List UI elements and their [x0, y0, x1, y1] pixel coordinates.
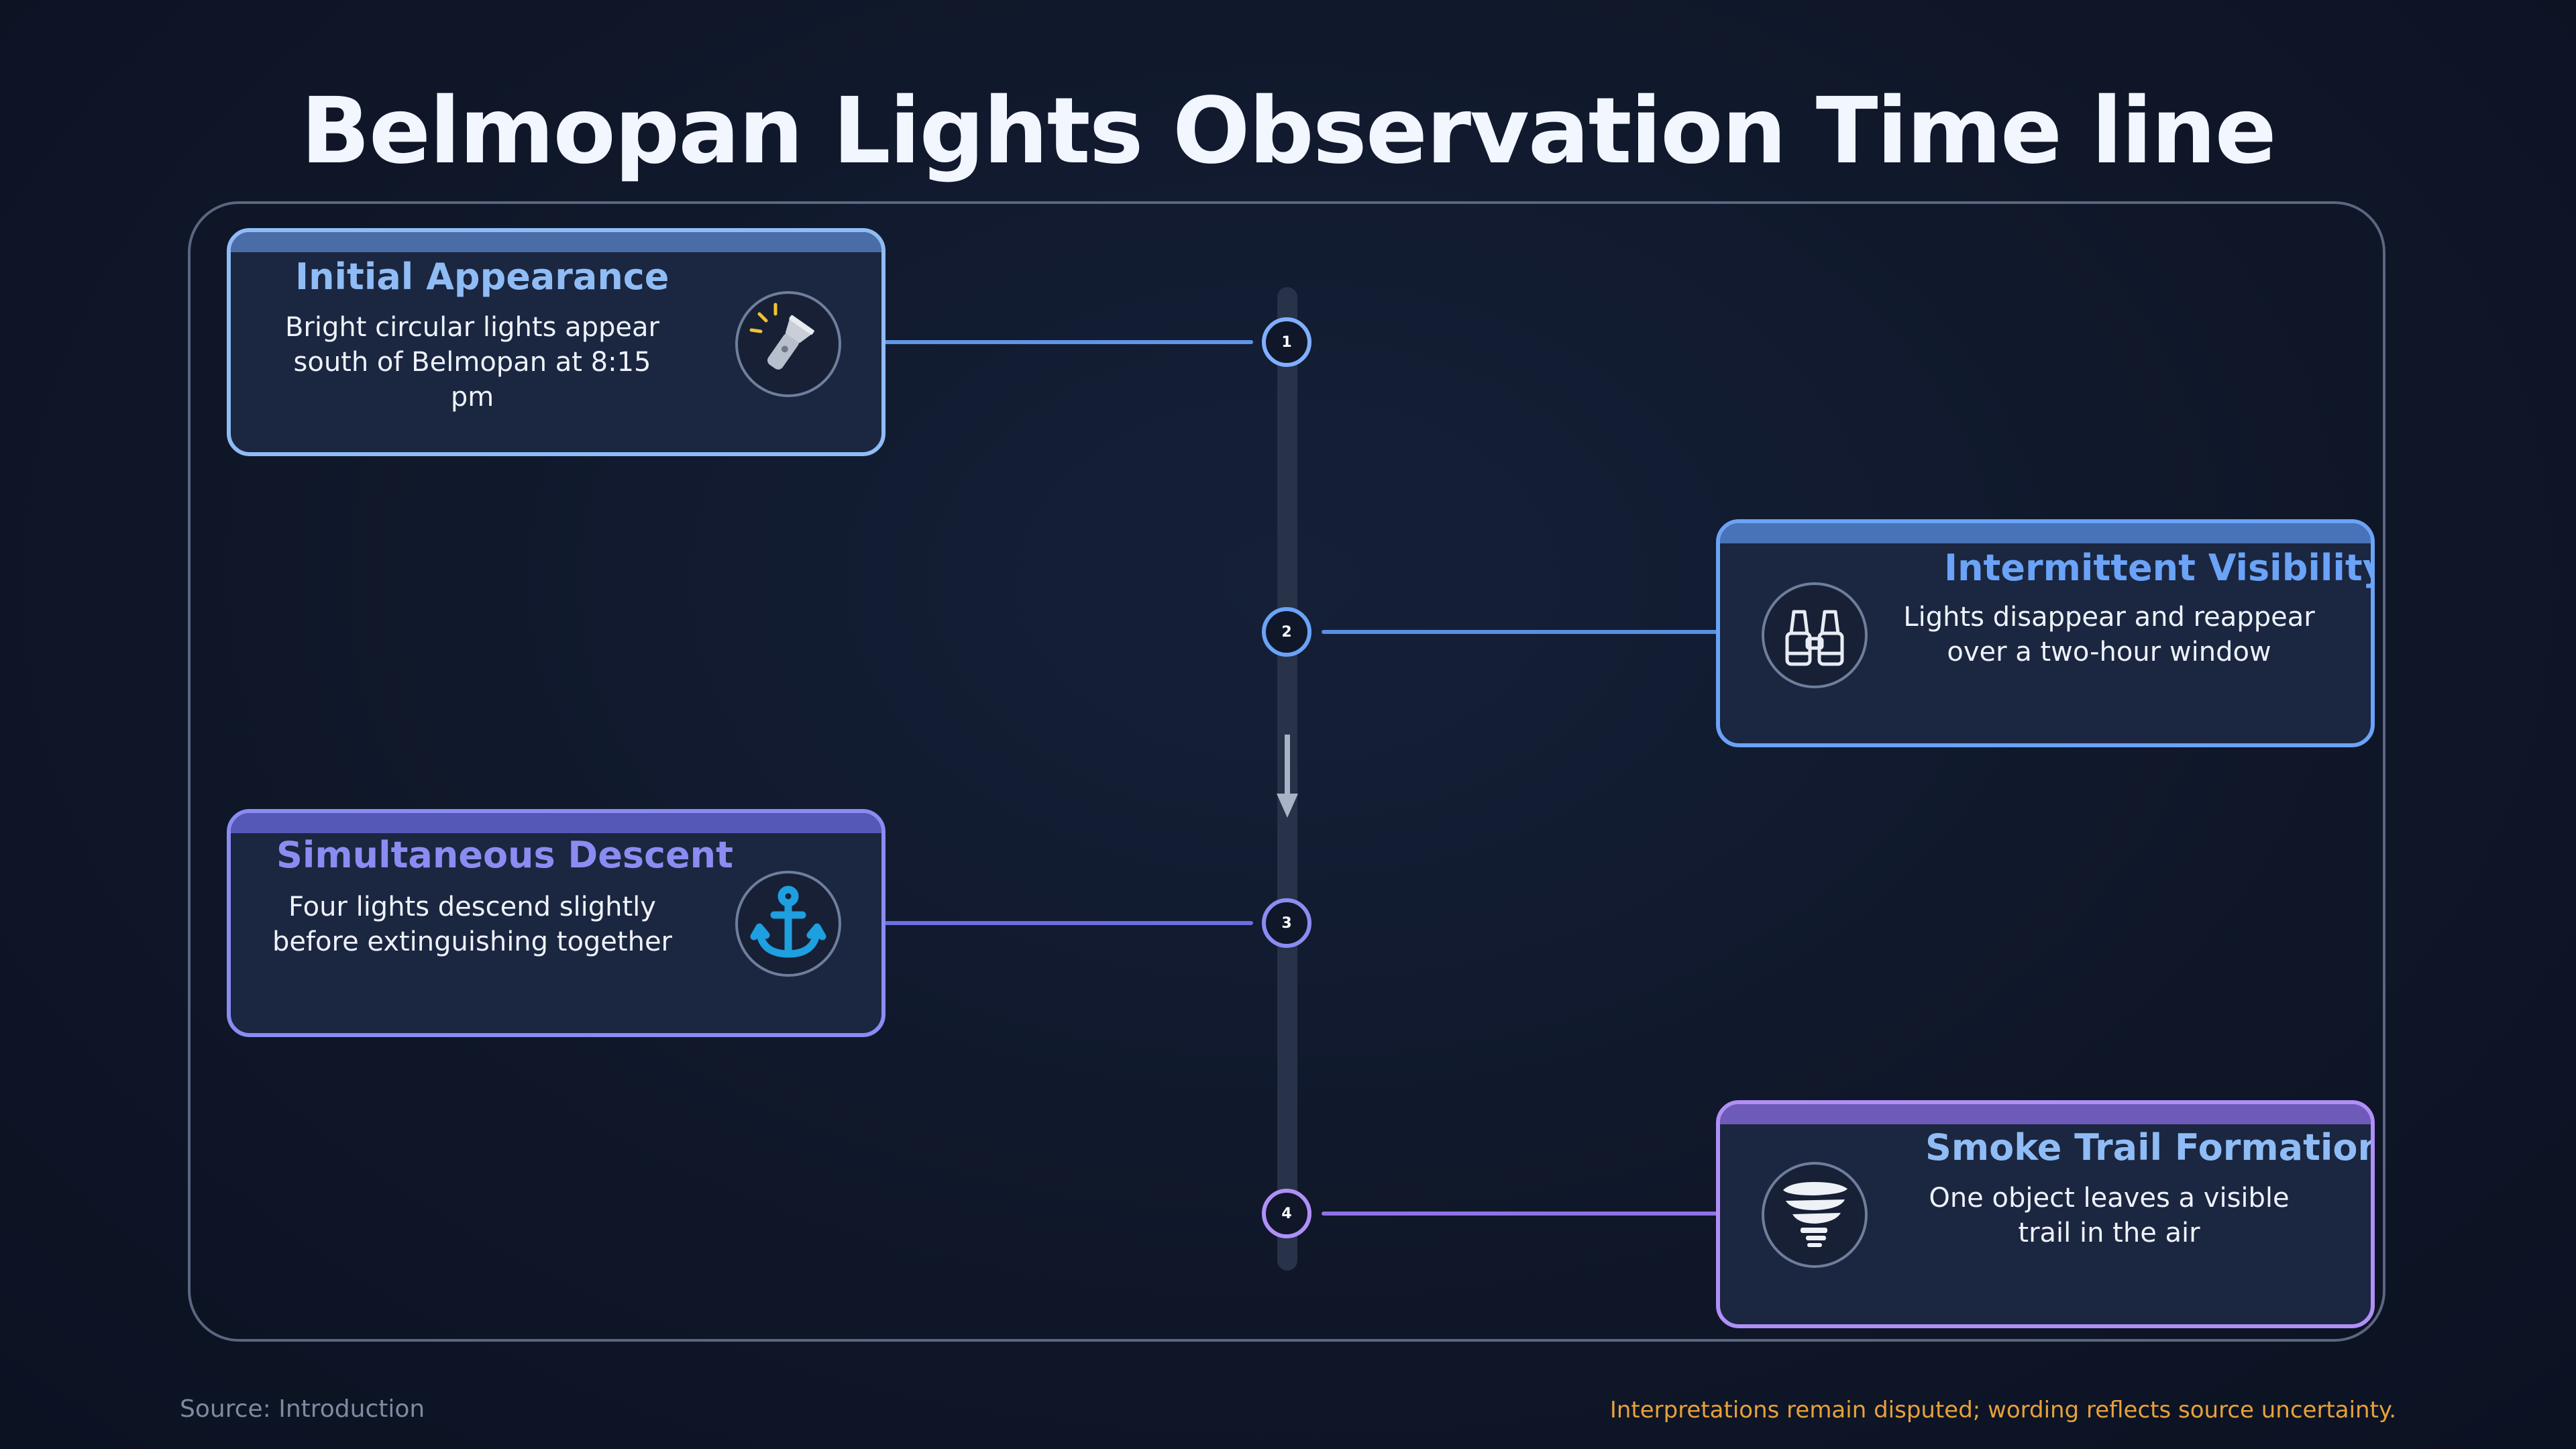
event-title: Simultaneous Descent: [276, 834, 733, 876]
event-title: Initial Appearance: [295, 256, 669, 298]
event-description: Four lights descend slightly before exti…: [272, 892, 673, 957]
event-description: Lights disappear and reappear over a two…: [1903, 602, 2315, 667]
node-number: 2: [1281, 623, 1292, 641]
down-arrow-icon: [1277, 735, 1298, 818]
card-accent-bar: [231, 813, 881, 833]
card-accent-bar: [231, 232, 881, 252]
flashlight-icon: [735, 291, 841, 397]
timeline-node-2: 2: [1262, 607, 1311, 657]
timeline-frame: [188, 201, 2385, 1342]
tornado-icon: [1762, 1162, 1868, 1268]
event-card-smoke-trail-formation: Smoke Trail Formation One object leaves …: [1716, 1100, 2375, 1328]
connector-4: [1322, 1212, 1719, 1216]
disclaimer-note: Interpretations remain disputed; wording…: [1609, 1397, 2396, 1424]
event-card-intermittent-visibility: Intermittent Visibility Lights disappear…: [1716, 519, 2375, 747]
event-card-initial-appearance: Initial Appearance Bright circular light…: [227, 228, 885, 456]
timeline-node-3: 3: [1262, 898, 1311, 948]
source-note: Source: Introduction: [180, 1395, 425, 1423]
anchor-icon: [735, 871, 841, 977]
timeline-node-1: 1: [1262, 317, 1311, 367]
event-title: Intermittent Visibility: [1944, 547, 2375, 589]
card-accent-bar: [1720, 523, 2371, 543]
connector-3: [884, 921, 1253, 925]
page-title: Belmopan Lights Observation Time line: [301, 78, 2277, 184]
binoculars-icon: [1762, 582, 1868, 688]
timeline-node-4: 4: [1262, 1189, 1311, 1238]
event-card-simultaneous-descent: Simultaneous Descent Four lights descend…: [227, 809, 885, 1037]
node-number: 4: [1281, 1205, 1292, 1222]
event-description: One object leaves a visible trail in the…: [1929, 1183, 2290, 1248]
card-accent-bar: [1720, 1104, 2371, 1124]
event-description: Bright circular lights appear south of B…: [284, 312, 659, 413]
node-number: 1: [1281, 333, 1292, 351]
connector-2: [1322, 630, 1719, 634]
event-title: Smoke Trail Formation: [1925, 1126, 2375, 1169]
connector-1: [884, 340, 1253, 344]
node-number: 3: [1281, 914, 1292, 932]
